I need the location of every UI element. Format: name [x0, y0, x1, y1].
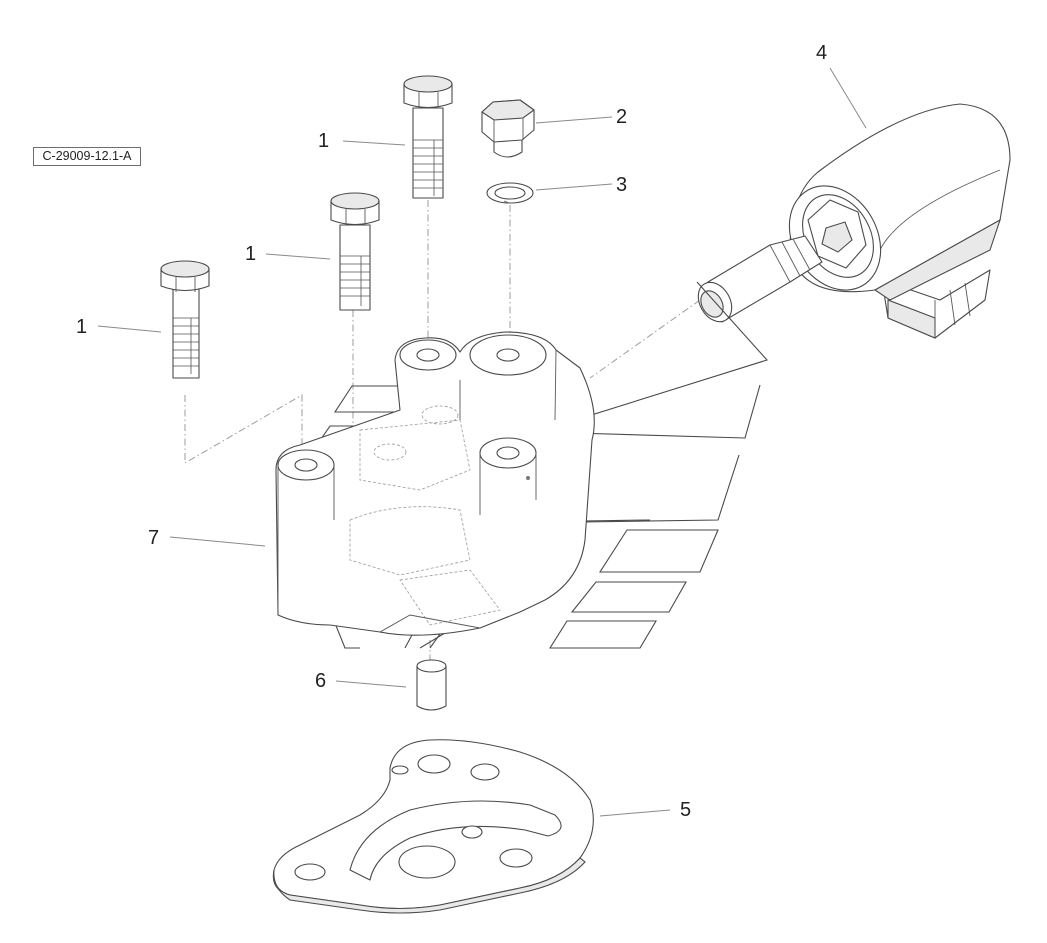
gasket-plate — [272, 739, 594, 914]
callout-valve-body: 7 — [148, 527, 160, 549]
hex-plug — [481, 99, 535, 158]
callout-solenoid: 4 — [816, 42, 828, 64]
callout-plug: 2 — [616, 106, 628, 128]
callout-bolt-top: 1 — [318, 130, 330, 152]
callout-bolt-middle: 1 — [245, 243, 257, 265]
valve-body — [275, 331, 595, 636]
callout-washer: 3 — [616, 174, 628, 196]
solenoid — [697, 103, 1011, 339]
bolt-middle — [330, 192, 380, 311]
bolt-top — [403, 75, 453, 199]
drawing-reference-code: C-29009-12.1-A — [33, 147, 141, 166]
callout-bolt-left: 1 — [76, 316, 88, 338]
callout-pin: 6 — [315, 670, 327, 692]
dowel-pin — [416, 659, 447, 711]
callout-gasket: 5 — [680, 799, 692, 821]
assembly-axis-lines — [184, 200, 701, 662]
lock-washer — [486, 182, 534, 204]
leader-lines — [97, 67, 867, 817]
bolt-left — [160, 260, 210, 379]
